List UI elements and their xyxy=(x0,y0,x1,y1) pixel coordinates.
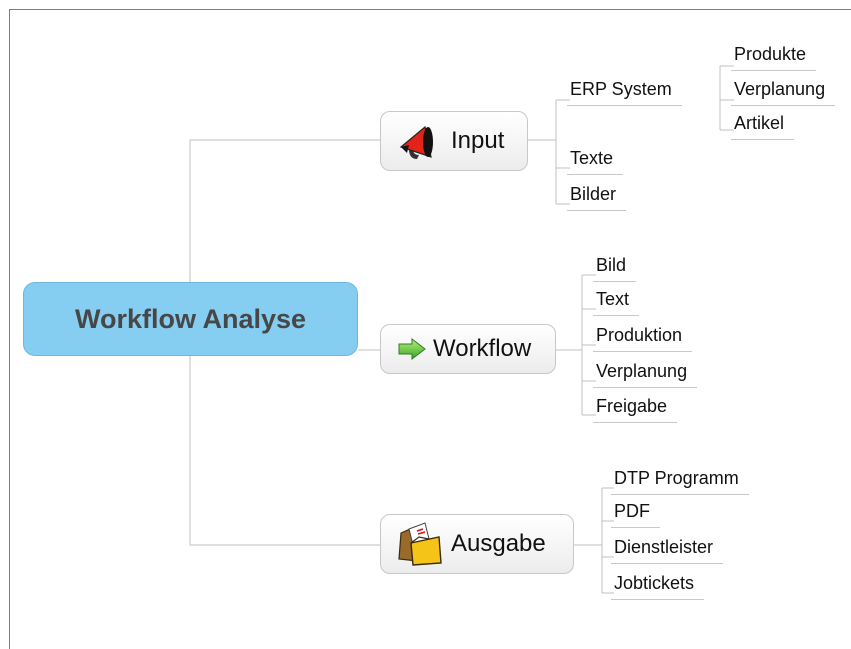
folders-icon xyxy=(395,519,445,569)
topic-verplanung-workflow[interactable]: Verplanung xyxy=(592,361,698,388)
topic-dtp-programm[interactable]: DTP Programm xyxy=(611,468,749,495)
megaphone-icon xyxy=(397,119,445,163)
branch-ausgabe-label: Ausgabe xyxy=(451,530,546,557)
green-arrow-icon xyxy=(397,337,427,361)
topic-freigabe[interactable]: Freigabe xyxy=(592,396,678,423)
topic-bild[interactable]: Bild xyxy=(592,255,637,282)
branch-ausgabe[interactable]: Ausgabe xyxy=(380,514,574,574)
central-topic-label: Workflow Analyse xyxy=(74,303,307,334)
branch-workflow-label: Workflow xyxy=(433,335,532,362)
topic-verplanung[interactable]: Verplanung xyxy=(730,79,836,106)
branch-workflow[interactable]: Workflow xyxy=(380,324,556,374)
branch-input[interactable]: Input xyxy=(380,111,528,171)
topic-produktion[interactable]: Produktion xyxy=(592,325,693,352)
topic-jobtickets[interactable]: Jobtickets xyxy=(610,573,705,600)
connector-lines xyxy=(189,65,734,594)
topic-text[interactable]: Text xyxy=(592,289,640,316)
branch-input-label: Input xyxy=(451,127,505,154)
mind-map-canvas: Workflow Analyse Input xyxy=(9,9,851,649)
topic-artikel[interactable]: Artikel xyxy=(730,113,795,140)
topic-pdf[interactable]: PDF xyxy=(611,501,660,528)
topic-texte[interactable]: Texte xyxy=(566,148,624,175)
topic-erp-system[interactable]: ERP System xyxy=(567,79,682,106)
topic-dienstleister[interactable]: Dienstleister xyxy=(610,537,724,564)
central-topic[interactable]: Workflow Analyse xyxy=(23,282,358,356)
topic-produkte[interactable]: Produkte xyxy=(730,44,817,71)
topic-bilder[interactable]: Bilder xyxy=(566,184,627,211)
